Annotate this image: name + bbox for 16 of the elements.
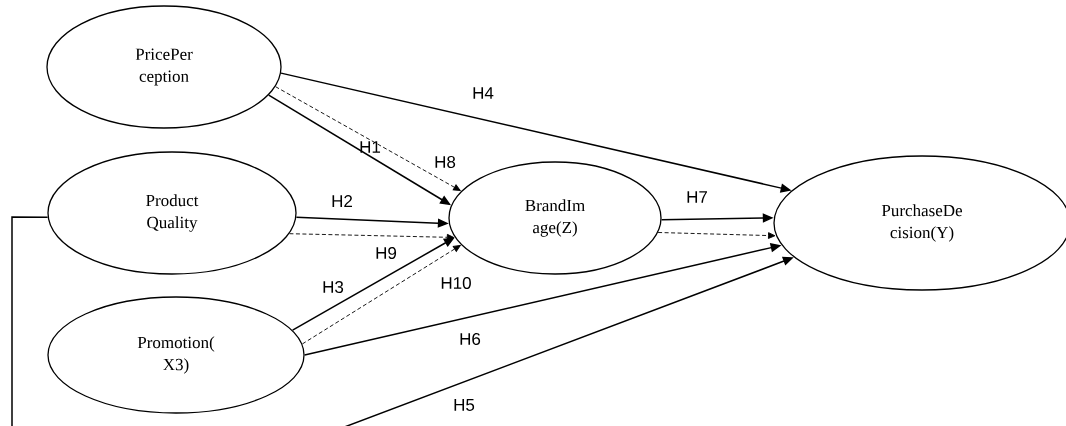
edge-label: H10 xyxy=(441,277,471,289)
edge-label: H3 xyxy=(323,281,344,293)
edge-label: H7 xyxy=(687,191,707,203)
edge-label: H2 xyxy=(332,195,352,207)
arrow xyxy=(301,245,461,345)
edge-label: H5 xyxy=(454,399,475,411)
edge-label: H6 xyxy=(460,333,481,345)
arrow xyxy=(275,86,461,191)
arrow xyxy=(288,233,455,241)
ellipse-node: PricePer ception xyxy=(46,5,282,129)
edge-label: H9 xyxy=(376,247,397,259)
edge-label: H1 xyxy=(360,141,381,153)
edge-label: H4 xyxy=(473,87,494,99)
ellipse-node: Promotion( X3) xyxy=(47,296,305,414)
arrow xyxy=(657,232,776,239)
ellipse-node: Product Quality xyxy=(47,151,297,275)
